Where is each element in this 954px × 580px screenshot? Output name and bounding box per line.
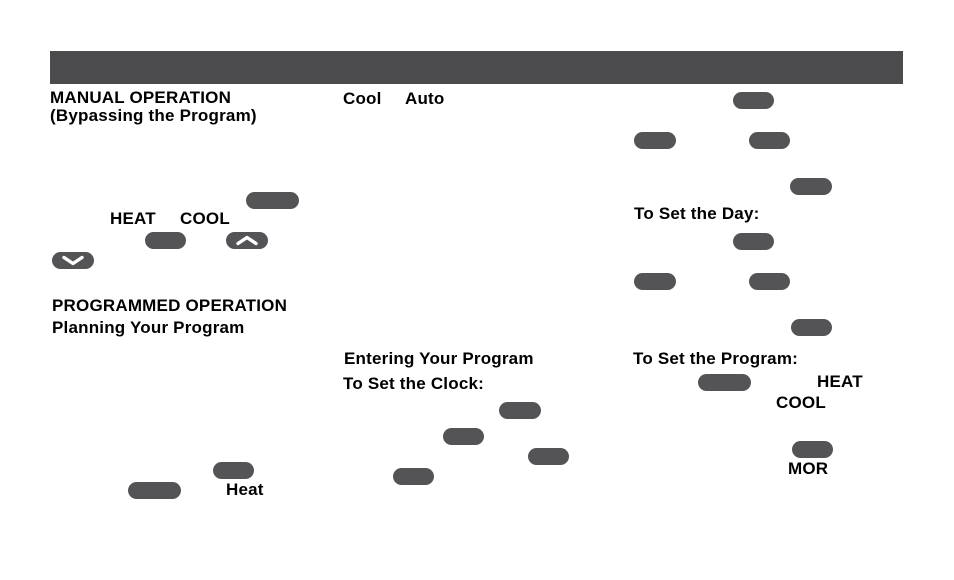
- button-pill: [634, 132, 676, 149]
- heat-program-label: Heat: [226, 480, 264, 499]
- button-pill: [790, 178, 832, 195]
- button-pill: [698, 374, 751, 391]
- button-pill: [749, 273, 790, 290]
- button-pill: [791, 319, 832, 336]
- temp-up-button-pill: [226, 232, 268, 249]
- temp-down-button-pill: [52, 252, 94, 269]
- cool-mode-label: Cool: [343, 89, 382, 108]
- button-pill: [749, 132, 790, 149]
- section-header-bar: [50, 51, 903, 84]
- button-pill: [499, 402, 541, 419]
- cool-setting-label: COOL: [180, 209, 230, 228]
- program-mor-label: MOR: [788, 459, 829, 478]
- set-program-label: To Set the Program:: [633, 349, 799, 368]
- button-pill: [792, 441, 833, 458]
- button-pill: [528, 448, 569, 465]
- programmed-operation-subtitle: Planning Your Program: [52, 318, 245, 337]
- button-pill: [145, 232, 186, 249]
- button-pill: [443, 428, 484, 445]
- program-heat-label: HEAT: [817, 372, 863, 391]
- chevron-down-icon: [62, 255, 84, 266]
- button-pill: [393, 468, 434, 485]
- set-clock-label: To Set the Clock:: [343, 374, 484, 393]
- chevron-up-icon: [236, 235, 258, 246]
- auto-mode-label: Auto: [405, 89, 445, 108]
- manual-operation-title: MANUAL OPERATION: [50, 88, 232, 107]
- button-pill: [246, 192, 299, 209]
- manual-operation-subtitle: (Bypassing the Program): [50, 106, 257, 125]
- set-day-label: To Set the Day:: [634, 204, 760, 223]
- button-pill: [213, 462, 254, 479]
- heat-setting-label: HEAT: [110, 209, 156, 228]
- button-pill: [733, 233, 774, 250]
- button-pill: [634, 273, 676, 290]
- button-pill: [128, 482, 181, 499]
- program-cool-label: COOL: [776, 393, 826, 412]
- entering-program-title: Entering Your Program: [344, 349, 534, 368]
- programmed-operation-title: PROGRAMMED OPERATION: [52, 296, 288, 315]
- button-pill: [733, 92, 774, 109]
